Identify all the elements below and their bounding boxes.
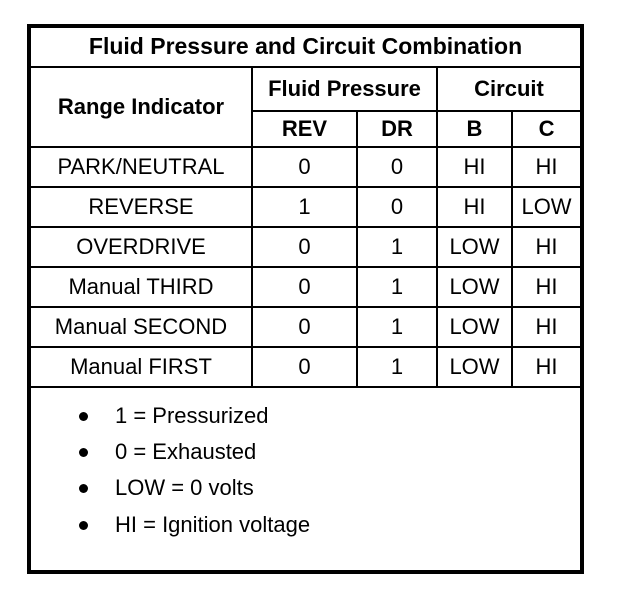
b-cell: HI (436, 186, 513, 228)
c-cell: LOW (510, 186, 584, 228)
bullet-icon (79, 448, 88, 458)
column-header-b: B (436, 110, 513, 148)
legend-item-text: HI = Ignition voltage (115, 511, 311, 537)
legend-item: 0 = Exhausted (79, 440, 580, 464)
circuit-group-header: Circuit (435, 66, 584, 112)
legend-cell: 1 = Pressurized 0 = Exhausted LOW = 0 vo… (27, 386, 584, 573)
range-cell: OVERDRIVE (28, 226, 253, 268)
table-row: REVERSE 1 0 HI LOW (28, 186, 584, 228)
table-row: Manual SECOND 0 1 LOW HI (28, 306, 584, 348)
legend-item: LOW = 0 volts (79, 476, 580, 500)
c-cell: HI (510, 346, 584, 388)
rev-cell: 1 (251, 186, 358, 228)
rev-cell: 0 (251, 346, 358, 388)
table-title: Fluid Pressure and Circuit Combination (27, 25, 584, 68)
fluid-pressure-group-header: Fluid Pressure (251, 66, 438, 112)
b-cell: LOW (436, 266, 513, 308)
legend-row: 1 = Pressurized 0 = Exhausted LOW = 0 vo… (27, 386, 584, 573)
dr-cell: 1 (356, 266, 438, 308)
range-cell: PARK/NEUTRAL (28, 146, 253, 188)
column-header-c: C (510, 110, 584, 148)
rev-cell: 0 (251, 146, 358, 188)
range-cell: Manual SECOND (28, 306, 253, 348)
bullet-icon (79, 412, 88, 421)
c-cell: HI (510, 226, 584, 268)
c-cell: HI (510, 306, 584, 348)
legend-item: HI = Ignition voltage (79, 511, 580, 537)
legend-list: 1 = Pressurized 0 = Exhausted LOW = 0 vo… (31, 403, 580, 537)
b-cell: LOW (436, 306, 513, 348)
dr-cell: 1 (356, 226, 438, 268)
fluid-pressure-circuit-table: Fluid Pressure and Circuit Combination R… (27, 24, 585, 574)
range-cell: Manual THIRD (28, 266, 253, 308)
b-cell: LOW (436, 346, 513, 388)
b-cell: LOW (436, 226, 513, 268)
table-title-row: Fluid Pressure and Circuit Combination (27, 25, 584, 68)
c-cell: HI (510, 266, 584, 308)
group-header-row: Range Indicator Fluid Pressure Circuit (28, 66, 584, 148)
legend-item-text: 1 = Pressurized (115, 403, 269, 428)
range-indicator-header: Range Indicator (28, 66, 253, 148)
b-cell: HI (436, 146, 513, 188)
bullet-icon (79, 484, 88, 494)
legend-item-text: 0 = Exhausted (115, 439, 257, 465)
column-header-row: REV DR B C (29, 110, 584, 148)
dr-cell: 0 (356, 186, 438, 228)
rev-cell: 0 (251, 266, 358, 308)
column-header-rev: REV (251, 110, 358, 148)
bullet-icon (79, 520, 88, 530)
table-row: Manual THIRD 0 1 LOW HI (28, 266, 584, 308)
range-cell: Manual FIRST (28, 346, 253, 388)
table-row: Manual FIRST 0 1 LOW HI (28, 346, 584, 388)
table-row: OVERDRIVE 0 1 LOW HI (28, 226, 584, 268)
c-cell: HI (510, 146, 584, 188)
range-cell: REVERSE (28, 186, 253, 228)
dr-cell: 1 (356, 346, 438, 388)
rev-cell: 0 (251, 306, 358, 348)
legend-item: 1 = Pressurized (79, 403, 580, 428)
rev-cell: 0 (251, 226, 358, 268)
dr-cell: 1 (356, 306, 438, 348)
pressure-table: Fluid Pressure and Circuit Combination R… (27, 24, 585, 574)
legend-item-text: LOW = 0 volts (115, 475, 254, 501)
dr-cell: 0 (356, 146, 438, 188)
table-row: PARK/NEUTRAL 0 0 HI HI (28, 146, 584, 188)
column-header-dr: DR (356, 110, 438, 148)
